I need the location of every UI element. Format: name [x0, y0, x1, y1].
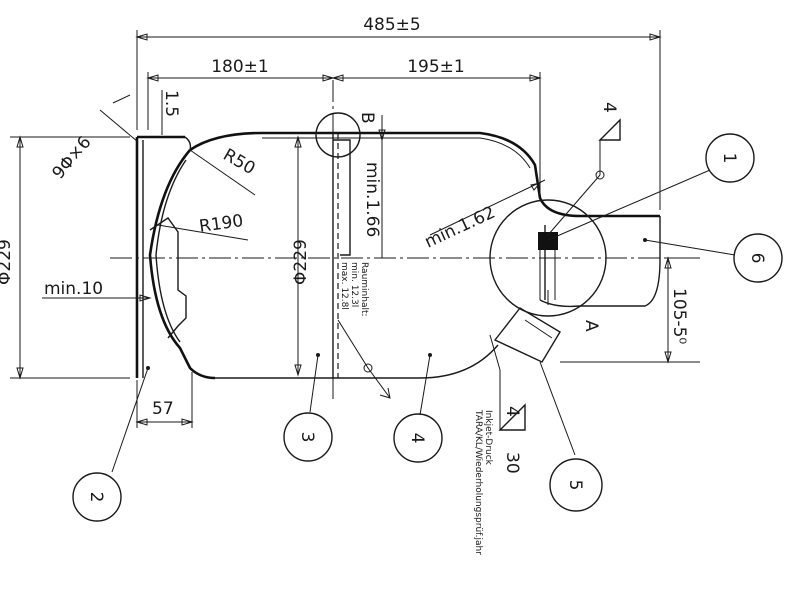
balloon-leaders [111, 169, 736, 473]
dim-overall-length: 485±5 [363, 15, 421, 35]
weld-symbol-seam [337, 319, 391, 399]
weld-bottom-size: 4 [502, 406, 522, 417]
weld-top-size: 4 [599, 102, 619, 113]
svg-text:6: 6 [747, 253, 767, 264]
detail-circles [315, 112, 607, 363]
tank-top-body [189, 131, 660, 218]
dimension-lines [10, 30, 700, 428]
tank-bottom-edge [215, 344, 499, 379]
balloon-2: 2 [72, 472, 122, 522]
center-lines [110, 80, 680, 400]
weld-reference-circle [595, 170, 605, 180]
dim-height-105: 105-5⁰ [669, 288, 689, 344]
dim-left-length: 180±1 [211, 57, 269, 77]
weld-symbol-top [547, 118, 621, 236]
svg-text:3: 3 [297, 432, 317, 443]
stamp-note: Inkjet-Druck TARA/KL/Wiederholungsprüf.j… [473, 409, 493, 555]
dim-57: 57 [152, 399, 174, 419]
left-dome-outer [148, 149, 216, 380]
left-dome-inner [155, 159, 187, 343]
dim-r190: R190 [198, 211, 245, 237]
tank-outline [135, 131, 661, 380]
nozzle-fitting [493, 307, 561, 363]
dim-min-166: min.1.66 [362, 162, 382, 237]
dim-min-162: min.1.62 [422, 203, 499, 253]
detail-b-circle [315, 112, 361, 158]
svg-text:1: 1 [719, 153, 739, 164]
balloon-1: 1 [705, 133, 755, 183]
dim-center-diameter: Φ229 [291, 239, 311, 285]
seam-pocket [333, 139, 351, 256]
balloon-5: 5 [549, 458, 603, 512]
svg-text:Rauminhalt:: Rauminhalt: [359, 262, 369, 317]
left-flange-top-curve [182, 136, 192, 161]
detail-b-label: B [357, 112, 377, 124]
balloon-6: 6 [733, 233, 783, 283]
detail-a-label: A [581, 320, 601, 332]
svg-text:max. 12.8l: max. 12.8l [339, 262, 349, 310]
dim-thread: 9Φ×6 [49, 133, 96, 184]
dim-min-10: min.10 [44, 279, 103, 299]
svg-text:min. 12.3l: min. 12.3l [349, 262, 359, 307]
dim-wall: 1.5 [161, 90, 181, 117]
svg-text:4: 4 [407, 433, 427, 444]
tank-top-inner-wall [262, 137, 531, 169]
capacity-note: Rauminhalt: min. 12.3l max. 12.8l [339, 262, 369, 317]
dim-left-diameter: Φ229 [0, 239, 15, 285]
svg-text:2: 2 [86, 492, 106, 503]
tank-right-bottom [539, 216, 661, 308]
svg-text:TARA/KL/Wiederholungsprüf.jahr: TARA/KL/Wiederholungsprüf.jahr [473, 409, 483, 555]
weld-symbol-bottom [489, 334, 526, 431]
svg-text:5: 5 [565, 480, 585, 491]
detail-a-circle [489, 199, 607, 317]
dim-right-length: 195±1 [407, 57, 465, 77]
valve-block [538, 232, 558, 250]
balloon-3: 3 [283, 412, 333, 462]
svg-text:Inkjet-Druck: Inkjet-Druck [483, 410, 493, 466]
weld-bottom-angle: 30 [502, 452, 522, 474]
balloon-4: 4 [393, 413, 443, 463]
dome-inner-profile [149, 217, 187, 339]
